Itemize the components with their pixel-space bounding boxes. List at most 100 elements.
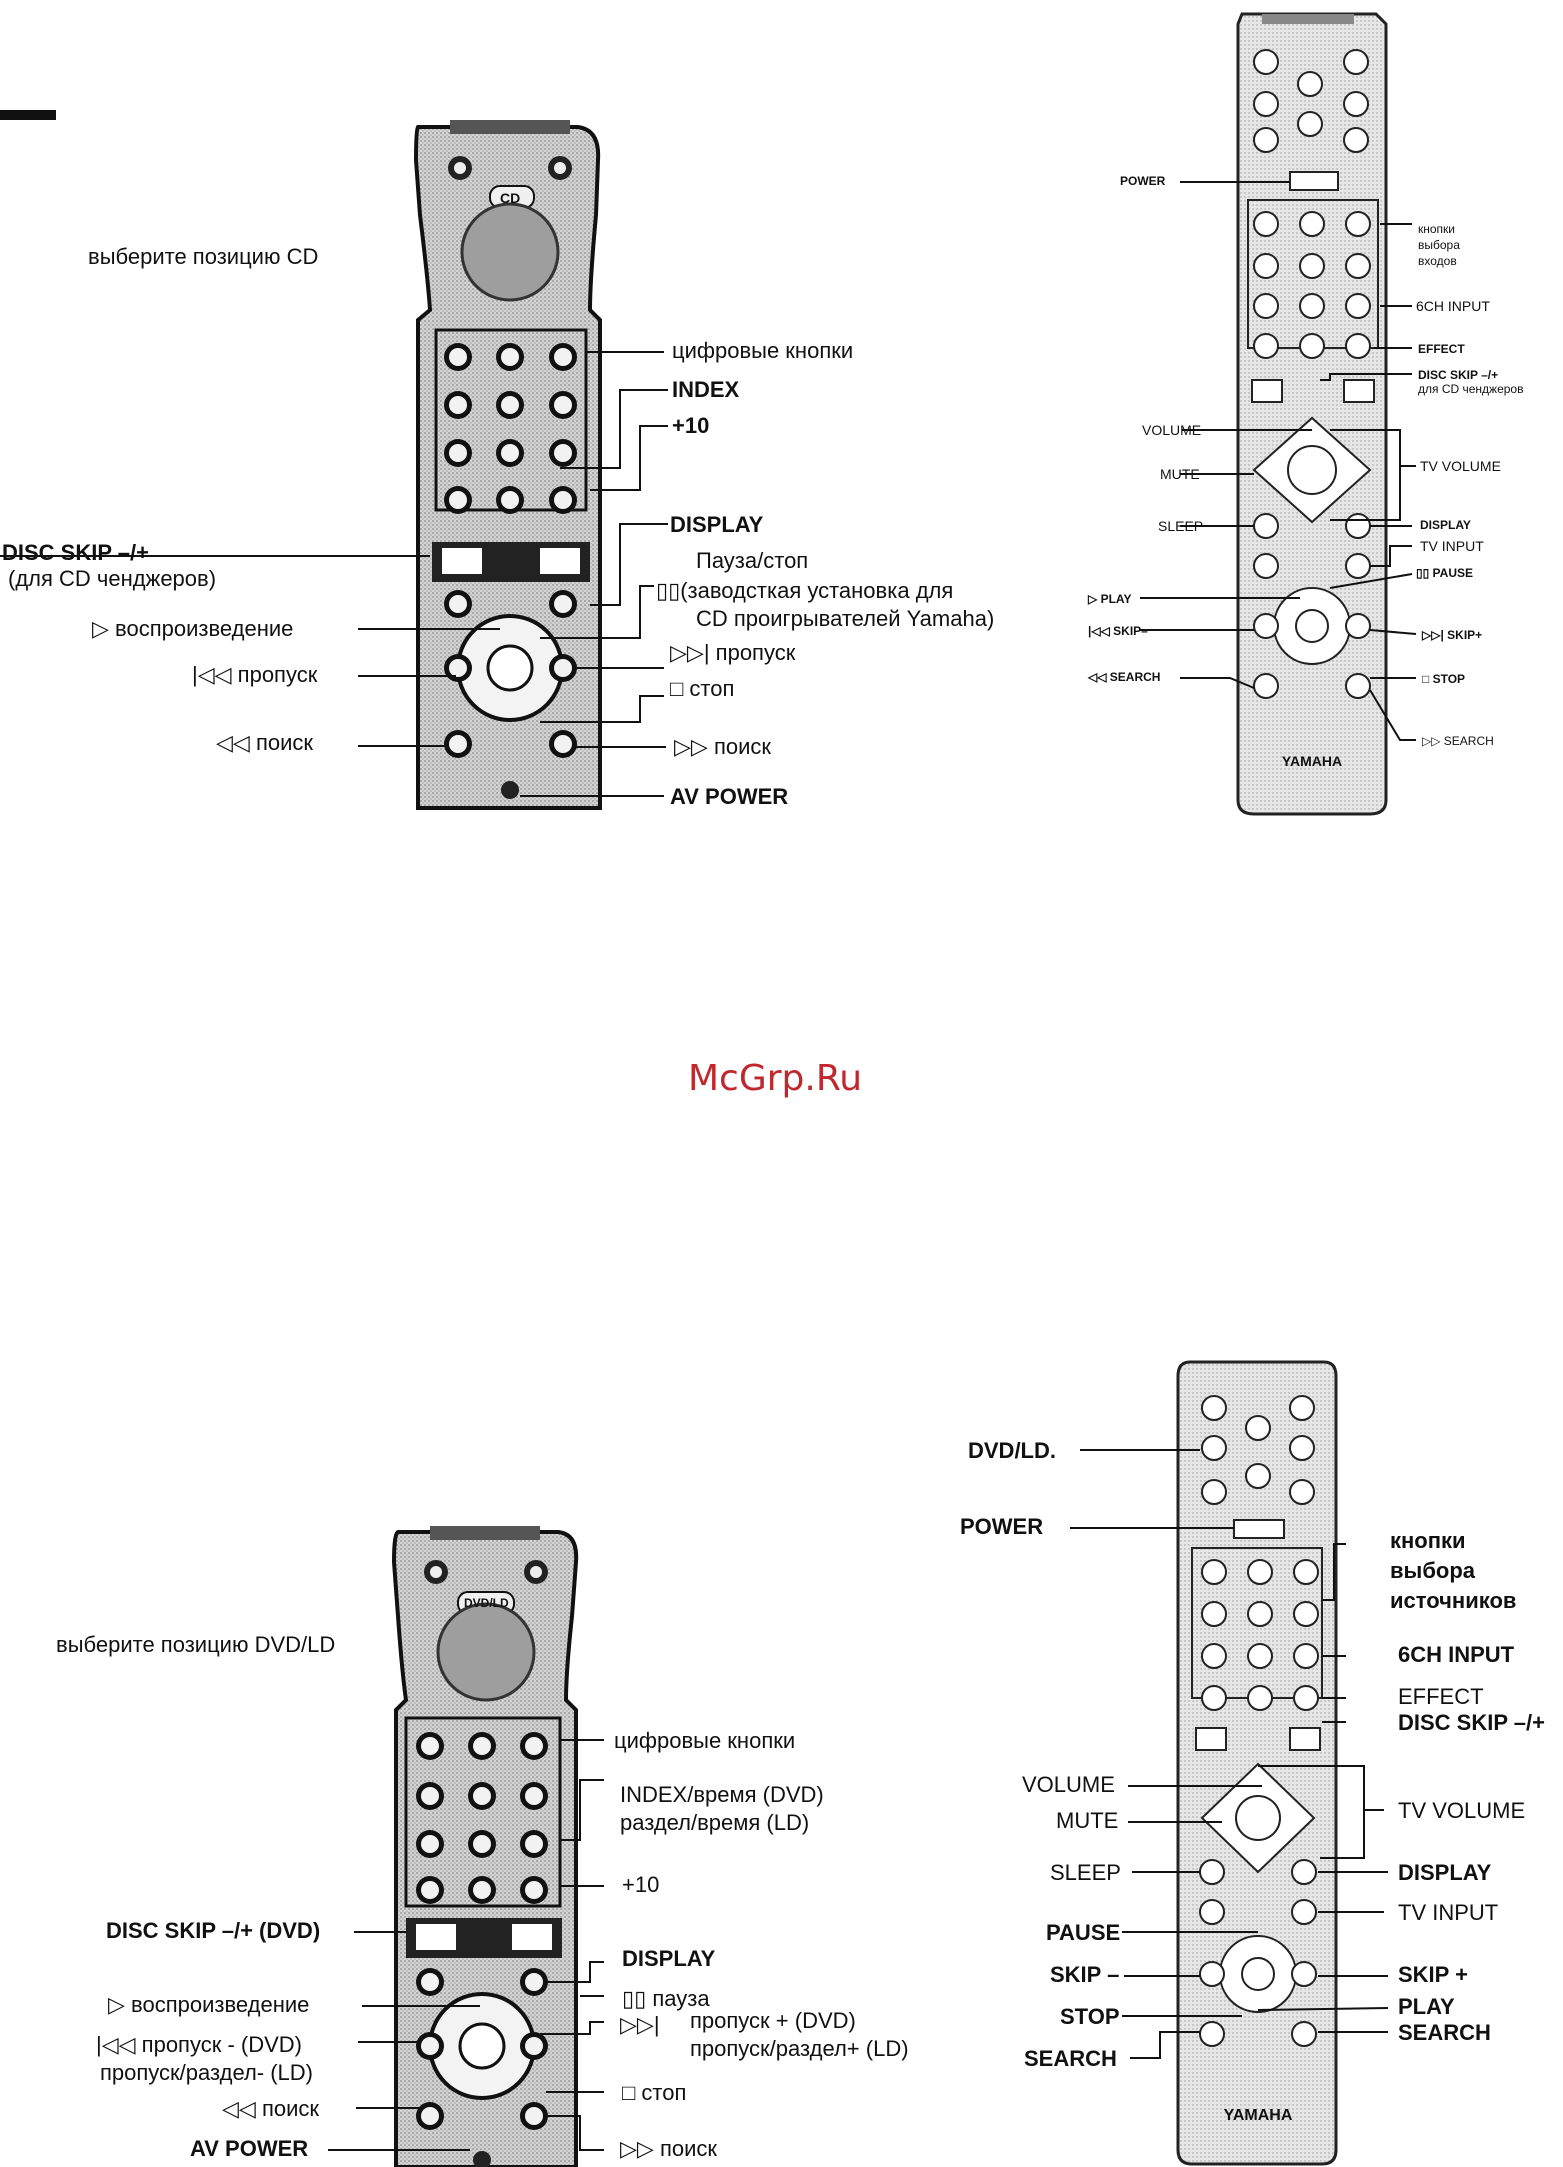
d-power-label: POWER	[960, 1514, 1044, 1539]
corner-fragment	[0, 108, 60, 124]
dvd-avpower-label: AV POWER	[190, 2136, 309, 2161]
pause-line1: Пауза/стоп	[696, 548, 809, 573]
leader-lines	[0, 181, 1417, 2151]
dvd-skipback-1: пропуск - (DVD)	[141, 2032, 302, 2057]
s-searchback-icon: ◁◁	[1088, 670, 1110, 684]
s-pause-label: PAUSE	[1432, 566, 1473, 580]
s-searchfwd-icon: ▷▷	[1422, 734, 1444, 748]
dvd-digits-label: цифровые кнопки	[614, 1728, 796, 1753]
s-input-1: кнопки	[1418, 222, 1456, 236]
d-volume-label: VOLUME	[1022, 1772, 1115, 1797]
remote-dvd-large	[391, 1526, 579, 2167]
dvd-pause-icon: ▯▯	[622, 1986, 653, 2011]
dvd-skipfwd-1: пропуск + (DVD)	[690, 2008, 856, 2033]
s-skipplus-icon: ▷▷|	[1422, 628, 1448, 642]
digits-label: цифровые кнопки	[672, 338, 854, 363]
s-display-label: DISPLAY	[1420, 518, 1471, 532]
search-fwd-label: поиск	[713, 734, 772, 759]
s-6ch-label: 6CH INPUT	[1416, 298, 1490, 314]
display-label: DISPLAY	[670, 512, 764, 537]
d-effect-label: EFFECT	[1398, 1684, 1484, 1709]
s-stop-icon: □	[1422, 672, 1433, 686]
s-mute-label: MUTE	[1160, 466, 1200, 482]
s-searchfwd-label: SEARCH	[1443, 734, 1494, 748]
d-stop-label: STOP	[1060, 2004, 1120, 2029]
d-sleep-label: SLEEP	[1050, 1860, 1121, 1885]
search-back-icon: ◁◁	[216, 730, 256, 755]
s-skipminus-label: SKIP–	[1113, 624, 1148, 638]
d-skipplus-label: SKIP +	[1398, 1962, 1468, 1987]
plus10-label: +10	[672, 413, 710, 438]
remote-dvd-small: YAMAHA	[1176, 1360, 1338, 2166]
s-stop-label: STOP	[1432, 672, 1466, 686]
search-fwd-icon: ▷▷	[674, 734, 714, 759]
index-label: INDEX	[672, 377, 740, 402]
dvd-searchfwd-icon: ▷▷	[620, 2136, 660, 2161]
s-input-2: выбора	[1418, 238, 1460, 252]
dvd-play-label: воспроизведение	[131, 1992, 310, 2017]
dvd-index-1: INDEX/время (DVD)	[620, 1782, 824, 1807]
d-dvdld-label: DVD/LD.	[968, 1438, 1056, 1463]
pause-line2: (заводсткая установка для	[680, 578, 954, 603]
select-cd-label: выберите позицию CD	[88, 244, 319, 269]
s-tvinput-label: TV INPUT	[1420, 538, 1484, 554]
dvd-searchback-icon: ◁◁	[222, 2096, 262, 2121]
dvd-skipback-2: пропуск/раздел- (LD)	[100, 2060, 314, 2085]
dvd-plus10-label: +10	[622, 1872, 660, 1897]
d-skipminus-label: SKIP –	[1050, 1962, 1120, 1987]
brand-dvd-small: YAMAHA	[1224, 2107, 1293, 2124]
dvd-play-icon: ▷	[108, 1992, 132, 2017]
disc-skip-label: DISC SKIP –/+	[2, 540, 149, 565]
skip-back-icon: |◁◁	[192, 662, 238, 687]
d-mute-label: MUTE	[1056, 1808, 1119, 1833]
s-discskip-label: DISC SKIP –/+	[1418, 368, 1499, 382]
s-input-3: входов	[1418, 254, 1457, 268]
s-effect-label: EFFECT	[1418, 342, 1465, 356]
stop-label: стоп	[689, 676, 735, 701]
brand-cd-small: YAMAHA	[1282, 753, 1342, 769]
dvd-skipfwd-icon: ▷▷|	[620, 2012, 660, 2037]
d-search-left-label: SEARCH	[1024, 2046, 1117, 2071]
s-power-label: POWER	[1120, 174, 1166, 188]
s-skipplus-label: SKIP+	[1447, 628, 1483, 642]
s-skipminus-icon: |◁◁	[1088, 624, 1114, 638]
d-discskip-label: DISC SKIP –/+	[1398, 1710, 1545, 1735]
d-src-2: выбора	[1390, 1558, 1476, 1583]
skip-fwd-icon: ▷▷|	[670, 640, 716, 665]
d-pause-label: PAUSE	[1046, 1920, 1121, 1945]
dvd-display-label: DISPLAY	[622, 1946, 716, 1971]
d-play-label: PLAY	[1398, 1994, 1455, 2019]
remote-cd-top-label: CD	[500, 190, 521, 206]
s-tvvolume-label: TV VOLUME	[1420, 458, 1501, 474]
dvd-index-2: раздел/время (LD)	[620, 1810, 810, 1835]
play-label: воспроизведение	[115, 616, 294, 641]
skip-back-label: пропуск	[237, 662, 318, 687]
stop-icon: □	[670, 676, 690, 701]
s-discskip-note: для CD ченджеров	[1418, 382, 1524, 396]
watermark: McGrp.Ru	[688, 1058, 863, 1099]
dvd-stop-label: стоп	[641, 2080, 687, 2105]
s-volume-label: VOLUME	[1142, 422, 1202, 438]
dvd-skipfwd-2: пропуск/раздел+ (LD)	[690, 2036, 909, 2061]
d-display-label: DISPLAY	[1398, 1860, 1492, 1885]
play-icon: ▷	[92, 616, 116, 641]
remote-cd-large	[413, 120, 602, 810]
s-play-icon: ▷	[1088, 592, 1101, 606]
av-power-label: AV POWER	[670, 784, 789, 809]
s-pause-icon: ▯▯	[1416, 566, 1433, 580]
remote-dvd-top-label: DVD/LD	[464, 1596, 509, 1610]
d-src-3: источников	[1390, 1588, 1517, 1613]
dvd-searchback-label: поиск	[261, 2096, 320, 2121]
d-tvinput-label: TV INPUT	[1398, 1900, 1499, 1925]
remote-cd-small: YAMAHA	[1236, 12, 1388, 816]
pause-line3: CD проигрывателей Yamaha)	[696, 606, 995, 631]
s-searchback-label: SEARCH	[1109, 670, 1161, 684]
d-src-1: кнопки	[1390, 1528, 1466, 1553]
search-back-label: поиск	[255, 730, 314, 755]
d-search-right-label: SEARCH	[1398, 2020, 1491, 2045]
s-sleep-label: SLEEP	[1158, 518, 1204, 534]
select-dvd-label: выберите позицию DVD/LD	[56, 1632, 336, 1657]
d-tvvolume-label: TV VOLUME	[1398, 1798, 1526, 1823]
dvd-pause-label: пауза	[652, 1986, 710, 2011]
dvd-searchfwd-label: поиск	[659, 2136, 718, 2161]
